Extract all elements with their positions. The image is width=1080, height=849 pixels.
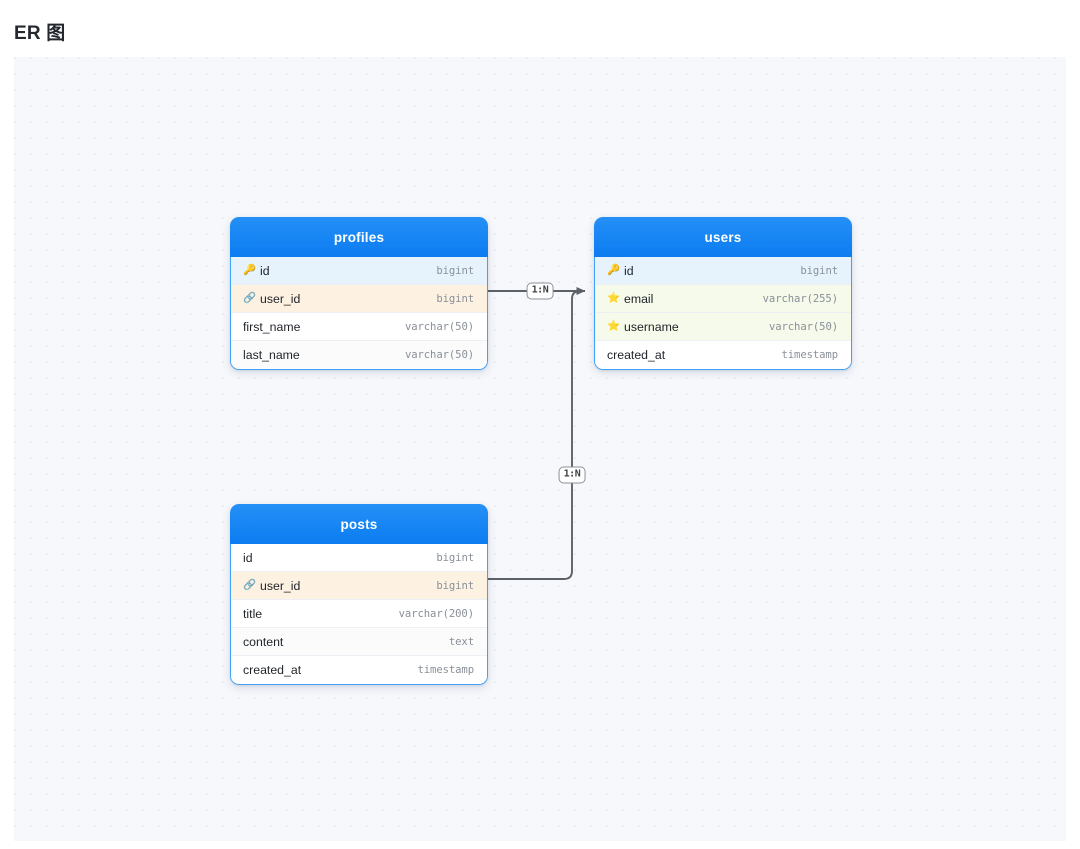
column-type: timestamp <box>417 664 474 676</box>
table-row[interactable]: id bigint <box>231 544 487 572</box>
column-name: content <box>243 634 284 649</box>
star-icon: ⭐ <box>607 320 621 333</box>
column-type: text <box>448 635 474 648</box>
key-icon: 🔑 <box>607 264 621 277</box>
column-type: varchar(200) <box>398 607 474 620</box>
column-name: last_name <box>243 348 300 362</box>
table-row[interactable]: 🔗 user_id bigint <box>231 285 487 313</box>
star-icon: ⭐ <box>607 292 621 305</box>
column-type: bigint <box>800 264 838 277</box>
table-row[interactable]: first_name varchar(50) <box>231 313 487 341</box>
er-table-header: posts <box>230 504 488 544</box>
er-table-profiles[interactable]: profiles 🔑 id bigint 🔗 user_id bigint fi… <box>230 217 488 370</box>
table-row[interactable]: created_at timestamp <box>231 656 487 684</box>
column-name: first_name <box>243 319 301 334</box>
column-name: email <box>624 291 654 306</box>
column-name: created_at <box>243 663 302 677</box>
column-name: created_at <box>607 348 666 362</box>
er-table-header: users <box>594 217 852 257</box>
link-icon: 🔗 <box>243 579 257 592</box>
column-type: varchar(50) <box>768 320 838 333</box>
column-name: user_id <box>260 578 301 593</box>
column-type: bigint <box>436 292 474 305</box>
column-type: varchar(50) <box>404 349 474 361</box>
column-type: bigint <box>436 551 474 564</box>
er-table-posts[interactable]: posts id bigint 🔗 user_id bigint title v… <box>230 504 488 685</box>
column-name: id <box>260 263 270 278</box>
column-name: user_id <box>260 291 301 306</box>
column-type: timestamp <box>781 349 838 361</box>
column-type: bigint <box>436 579 474 592</box>
column-type: bigint <box>436 264 474 277</box>
relationship-label-posts-users[interactable]: 1:N <box>558 466 586 484</box>
table-row[interactable]: 🔑 id bigint <box>231 257 487 285</box>
diagram-canvas[interactable]: 1:N --> users --> up --> users --> 1:N 1… <box>14 57 1066 841</box>
column-type: varchar(50) <box>404 320 474 333</box>
er-table-users[interactable]: users 🔑 id bigint ⭐ email varchar(255) ⭐… <box>594 217 852 370</box>
column-name: username <box>624 319 679 334</box>
table-row[interactable]: created_at timestamp <box>595 341 851 369</box>
er-table-body: 🔑 id bigint ⭐ email varchar(255) ⭐ usern… <box>594 257 852 370</box>
er-table-body: id bigint 🔗 user_id bigint title varchar… <box>230 544 488 685</box>
relationship-connectors: 1:N --> users --> up --> users --> <box>488 287 586 580</box>
column-type: varchar(255) <box>762 292 838 305</box>
table-row[interactable]: content text <box>231 628 487 656</box>
column-name: id <box>624 263 634 278</box>
link-icon: 🔗 <box>243 292 257 305</box>
connector-posts-users <box>488 290 585 580</box>
er-table-header: profiles <box>230 217 488 257</box>
er-table-body: 🔑 id bigint 🔗 user_id bigint first_name … <box>230 257 488 370</box>
table-row[interactable]: last_name varchar(50) <box>231 341 487 369</box>
table-row[interactable]: 🔑 id bigint <box>595 257 851 285</box>
table-row[interactable]: ⭐ email varchar(255) <box>595 285 851 313</box>
table-row[interactable]: 🔗 user_id bigint <box>231 572 487 600</box>
page-title: ER 图 <box>14 23 66 44</box>
column-name: id <box>243 550 253 565</box>
key-icon: 🔑 <box>243 264 257 277</box>
table-row[interactable]: ⭐ username varchar(50) <box>595 313 851 341</box>
relationship-label-profiles-users[interactable]: 1:N <box>526 282 554 300</box>
table-row[interactable]: title varchar(200) <box>231 600 487 628</box>
column-name: title <box>243 606 263 621</box>
